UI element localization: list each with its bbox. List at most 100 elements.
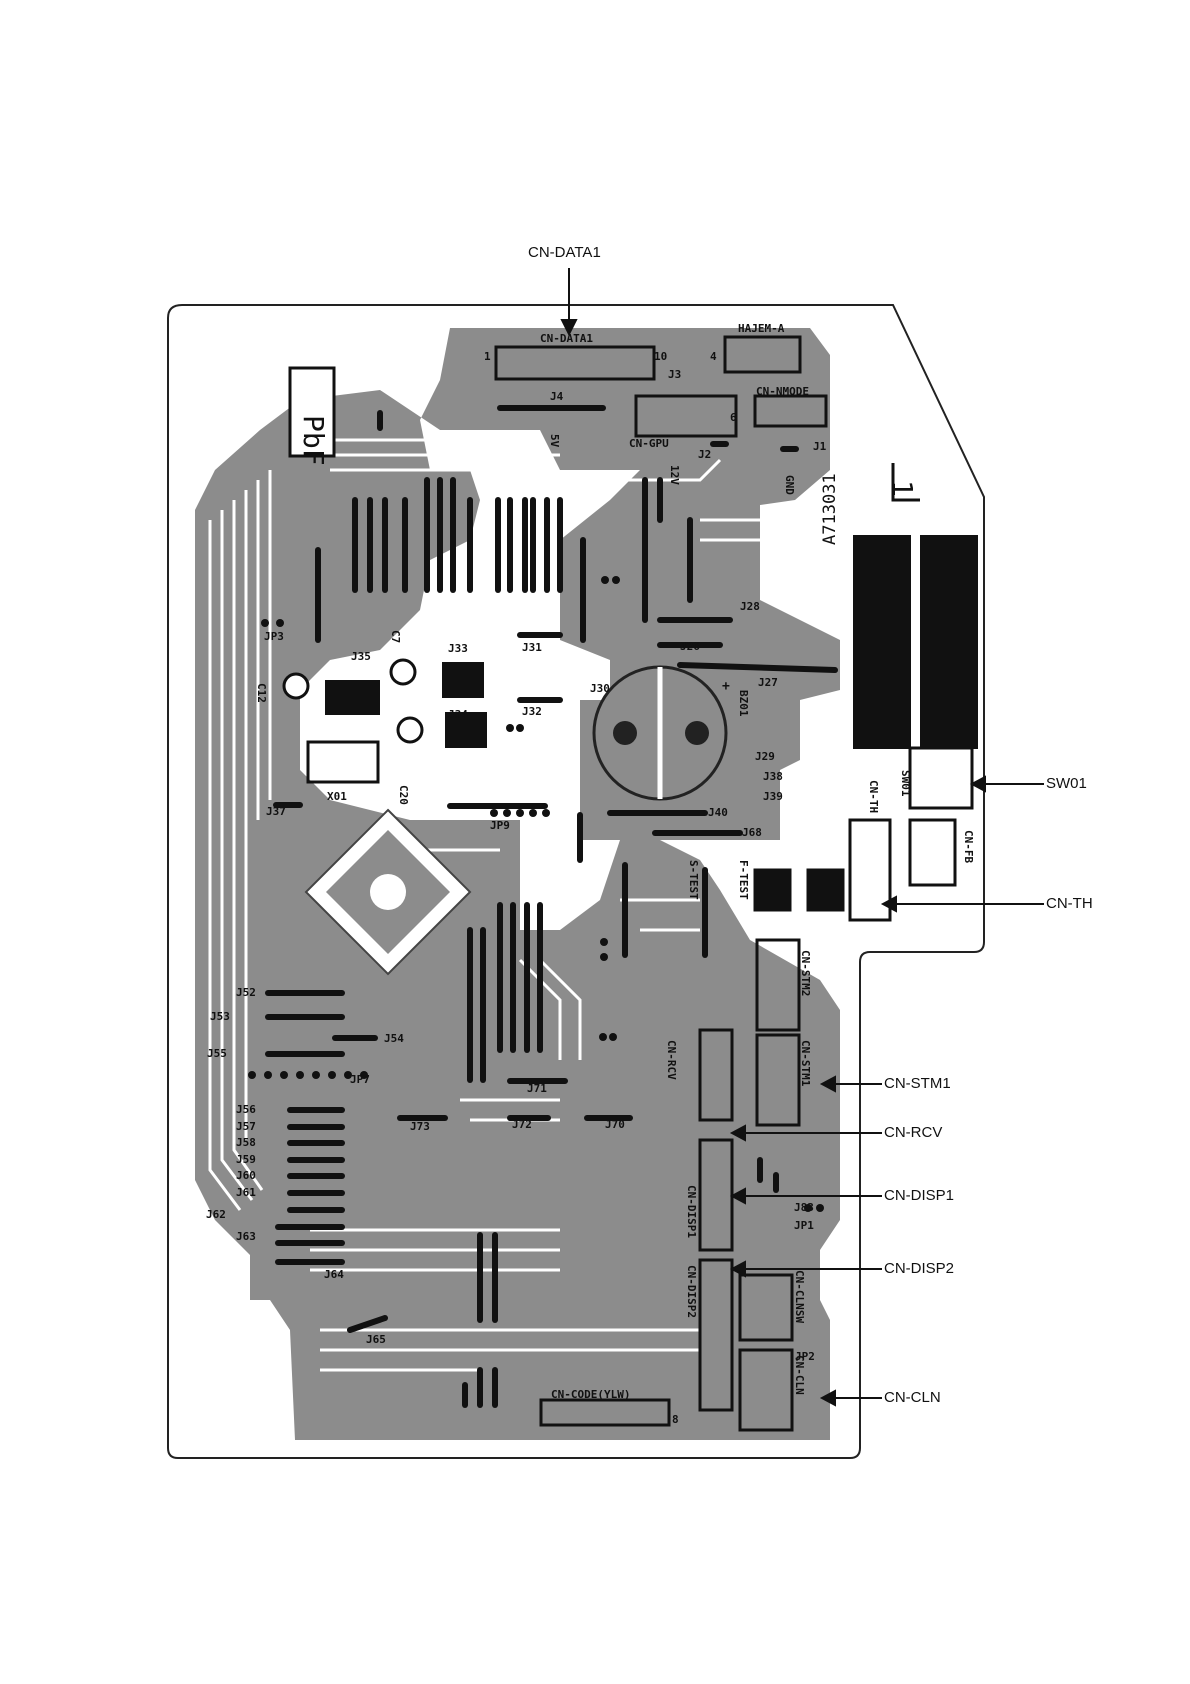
component-blocks [325,662,487,748]
buzzer-component: + [592,665,730,801]
silk-j52: J52 [236,986,256,999]
silk-j34: J34 [448,708,468,721]
capacitors [282,658,424,744]
silk-c12: C12 [255,683,268,703]
silk-j70: J70 [605,1118,625,1131]
silk-pin-8: 8 [672,1413,679,1426]
callout-cn-disp2: CN-DISP2 [884,1260,955,1277]
silk-pin-6: 6 [730,411,737,424]
silk-cn-gpu: CN-GPU [629,437,669,450]
silk-s-test: S-TEST [687,860,700,900]
silkscreen-labels: CN-DATA1 HAJEM-A CN-NMODE CN-GPU CN-CODE… [206,322,975,1426]
silk-j58: J58 [236,1136,256,1149]
silk-12v: 12V [668,465,681,485]
silk-j62: J62 [206,1208,226,1221]
dot-rows [248,576,824,1212]
silk-cn-clnsw: CN-CLNSW [793,1270,806,1323]
silk-cn-stm2: CN-STM2 [799,950,812,996]
label-j83b: J82 [465,1500,482,1510]
label-jp3: JP4 [487,1500,504,1510]
callout-cn-stm1: CN-STM1 [884,1075,951,1092]
silk-j65: J65 [366,1333,386,1346]
silk-j26: J26 [680,640,700,653]
silk-c7: C7 [389,630,402,643]
silk-j59: J59 [236,1153,256,1166]
silk-jp6: JP7 [350,1073,370,1086]
callout-cn-disp1: CN-DISP1 [884,1187,955,1204]
silk-j53: J53 [210,1010,230,1023]
svg-text:+: + [722,679,730,694]
silk-x01: X01 [327,790,347,803]
silk-cn-fb: CN-FB [962,830,975,863]
silk-j72: J72 [512,1118,532,1131]
silk-j68: J83 [794,1201,814,1214]
silk-c20: C20 [397,785,410,805]
silk-j64: J64 [324,1268,344,1281]
silk-j2: J2 [698,448,711,461]
silk-j3: J3 [668,368,681,381]
label-j67: J67 [443,1500,461,1510]
callout-cn-cln: CN-CLN [884,1389,941,1406]
silk-j37: J37 [266,805,286,818]
silk-jp2: JP2 [795,1350,815,1363]
silk-j38: J38 [763,770,783,783]
pbf-mark-box [288,366,336,458]
silk-sw01: SW01 [899,770,912,797]
silk-j71: J71 [527,1082,547,1095]
silk-pin-10: 10 [654,350,667,363]
label-pin-2: 2 [574,1500,580,1510]
silk-j40: J40 [708,806,728,819]
silk-cn-rcv: CN-RCV [665,1040,678,1080]
silk-j35: J35 [351,650,371,663]
silk-cn-th: CN-TH [867,780,880,813]
connector-shapes [306,335,974,1432]
silk-bz01: BZ01 [737,690,750,717]
silk-cn-disp1: CN-DISP1 [685,1185,698,1238]
silk-gnd: GND [783,475,796,495]
silk-cn-nmode: CN-NMODE [756,385,809,398]
silk-part-number: A713031 [820,473,840,545]
silk-cn-data1: CN-DATA1 [540,332,593,345]
silk-j56: J56 [236,1103,256,1116]
silk-pbf: PbF [297,415,330,466]
label-j79: J79 [378,1500,396,1510]
silk-j1: J1 [813,440,827,453]
label-cn-fb: CN-FB [243,1500,271,1510]
silk-j29: J29 [755,750,775,763]
silk-cn-cln: CN-CLN [793,1355,806,1395]
silk-5v: 5V [548,434,561,448]
silk-jp1: JP3 [264,630,284,643]
label-j78: J78 [357,1500,374,1510]
label-j80: J80 [400,1500,417,1510]
label-j43: J43 [313,1500,331,1510]
label-j5: J5 [275,1500,287,1510]
label-j66: J66 [422,1500,439,1510]
silk-j4: J4 [550,390,564,403]
silk-j28: J28 [740,600,760,613]
heat-sink-pads [853,535,978,749]
silk-j27: J27 [758,676,778,689]
silk-hajem-a: HAJEM-A [738,322,785,335]
silk-corner-mark: 1 [886,480,919,497]
silk-pin-4: 4 [710,350,717,363]
callout-arrows [560,268,1044,1407]
label-j41: J41 [292,1500,309,1510]
callout-sw01: SW01 [1046,775,1087,792]
silk-j54: J54 [384,1032,404,1045]
label-hajem: HAJEM-A [200,1500,238,1510]
silk-cn-disp2: CN-DISP2 [685,1265,698,1318]
callout-cn-th: CN-TH [1046,895,1093,912]
label-jp7: JP8 [552,1500,569,1510]
silk-j31: J31 [522,641,542,654]
vertical-jumpers [315,410,779,1408]
silk-j32: J32 [522,705,542,718]
silk-j39: J39 [763,790,783,803]
silk-j83: J68 [742,826,762,839]
silk-j55: J55 [207,1047,227,1060]
silk-jp8: JP9 [490,819,510,832]
silk-j82: JP1 [794,1219,814,1232]
silk-cn-code: CN-CODE(YLW) [551,1388,630,1401]
silk-f-test: F-TEST [737,860,750,900]
microcontroller-ic [304,808,472,976]
